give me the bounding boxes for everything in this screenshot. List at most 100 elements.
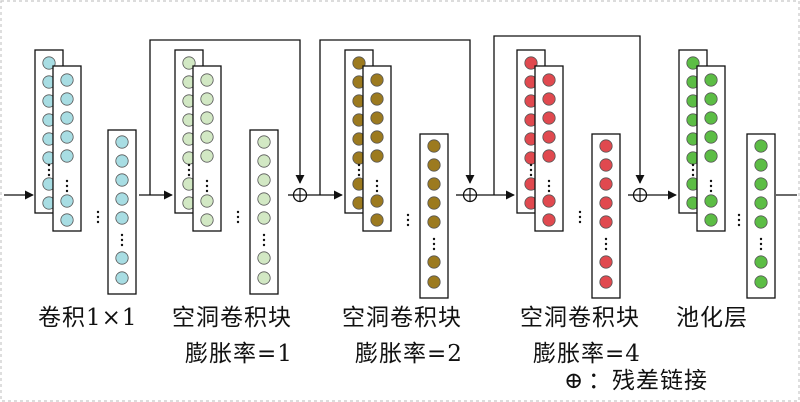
ellipsis-dot [709,179,713,183]
neuron [115,135,129,149]
ellipsis-dot [578,215,582,219]
neuron [115,271,129,285]
ellipsis-dot [357,163,361,167]
ellipsis-dot [96,215,100,219]
ellipsis-dot [205,189,209,193]
neuron [115,211,129,225]
ellipsis-dot [691,168,695,172]
legend-residual-text: ：残差链接 [588,368,708,394]
conv-column-front [52,65,82,232]
neuron [115,173,129,187]
dilated-block-2-layer [344,49,449,299]
neuron [704,130,718,144]
neuron [542,194,556,208]
ellipsis-dot [236,220,240,224]
between-columns-ellipsis [578,210,582,224]
neuron [370,92,384,106]
neuron [754,275,768,289]
neuron [200,194,214,208]
column-frame [696,65,726,232]
ellipsis-dot [406,218,410,222]
block3-column-single [591,133,621,299]
ellipsis-dot [529,163,533,167]
neuron [60,149,74,163]
ellipsis-dot [236,210,240,214]
neuron [599,158,613,172]
ellipsis-dot [604,237,608,241]
pool-column-front [696,65,726,232]
ellipsis-dot [357,168,361,172]
neuron [370,213,384,227]
residual-add-node-2 [462,187,478,203]
neuron [704,194,718,208]
ellipsis-dot [205,179,209,183]
neuron [754,139,768,153]
ellipsis-dot [262,243,266,247]
ellipsis-dot [65,184,69,188]
neuron [599,255,613,269]
neuron [427,177,441,191]
neuron [257,135,271,149]
neuron [200,111,214,125]
neuron [200,130,214,144]
ellipsis-dot [604,242,608,246]
block2-column-single [419,133,449,299]
neuron [427,215,441,229]
dilated-block-1-rate: 膨胀率=1 [185,341,293,367]
ellipsis-dot [262,233,266,237]
ellipsis-dot [236,215,240,219]
neuron [542,130,556,144]
neuron [60,130,74,144]
ellipsis-dot [709,184,713,188]
ellipsis-dot [406,213,410,217]
ellipsis-dot [47,173,51,177]
neuron [754,196,768,210]
ellipsis-dot [759,237,763,241]
dilated-block-2-title: 空洞卷积块 [342,305,462,331]
dilated-block-2-rate: 膨胀率=2 [355,341,463,367]
neuron [599,139,613,153]
neuron [200,149,214,163]
neuron [754,215,768,229]
neuron [754,158,768,172]
neuron [200,73,214,87]
ellipsis-dot [432,242,436,246]
neuron [200,213,214,227]
neuron [704,111,718,125]
ellipsis-dot [759,247,763,251]
neuron [60,213,74,227]
ellipsis-dot [529,173,533,177]
neuron [704,73,718,87]
residual-add-node-3 [632,187,648,203]
legend-add-symbol: ⊕ [564,368,585,394]
ellipsis-dot [375,179,379,183]
neuron [704,92,718,106]
neuron [370,73,384,87]
pool-column-single [746,133,776,299]
dilated-block-3-layer [516,49,621,299]
neuron [599,215,613,229]
neuron [704,149,718,163]
neuron [427,255,441,269]
neuron [257,173,271,187]
residual-add-node-1 [292,187,308,203]
neuron [115,154,129,168]
neuron [754,177,768,191]
neuron [257,271,271,285]
ellipsis-dot [120,233,124,237]
between-columns-ellipsis [406,213,410,227]
block3-column-front [534,65,564,232]
ellipsis-dot [604,247,608,251]
ellipsis-dot [187,168,191,172]
neuron [257,154,271,168]
neuron [427,275,441,289]
neuron [542,213,556,227]
block1-column-front [192,65,222,232]
ellipsis-dot [737,223,741,227]
block2-column-front [362,65,392,232]
ellipsis-dot [65,179,69,183]
neuron [542,73,556,87]
between-columns-ellipsis [96,210,100,224]
neuron [704,213,718,227]
